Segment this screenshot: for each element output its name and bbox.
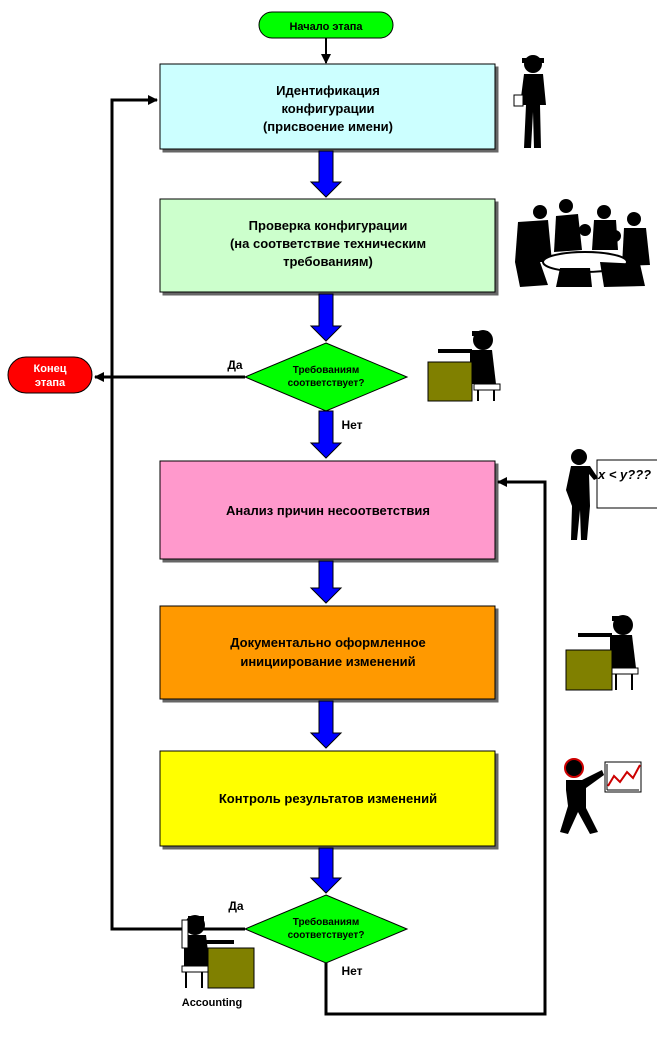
decision-2-no-label: Нет <box>341 964 362 978</box>
decision-1-yes-label: Да <box>227 358 243 372</box>
decision-1-line2: соответствует? <box>288 378 365 389</box>
start-terminal: Начало этапа <box>258 11 394 39</box>
box-documented-change-line1: Документально оформленное <box>230 635 426 650</box>
flow-arrows <box>309 150 343 894</box>
box-analysis: Анализ причин несоответствия <box>159 460 496 560</box>
decision-2-no-loop <box>324 477 547 1016</box>
end-label-line1: Конец <box>34 363 67 375</box>
decision-2: Требованиям соответствует? <box>243 894 409 964</box>
flow-arrow-2 <box>309 293 343 342</box>
flow-arrow-6 <box>309 847 343 894</box>
box-identification-line1: Идентификация <box>276 83 380 98</box>
box-change-control-line1: Контроль результатов изменений <box>219 791 437 806</box>
box-identification: Идентификация конфигурации (присвоение и… <box>159 63 496 150</box>
box-documented-change: Документально оформленное инициирование … <box>159 605 496 700</box>
box-change-control: Контроль результатов изменений <box>159 750 496 847</box>
flow-arrow-5 <box>309 700 343 749</box>
standing-person-figure <box>513 55 546 148</box>
chart-presenter-figure <box>560 758 642 834</box>
box-identification-line3: (присвоение имени) <box>263 119 393 134</box>
meeting-group-figure <box>515 199 650 287</box>
decision-2-line2: соответствует? <box>288 930 365 941</box>
end-label-line2: этапа <box>35 377 66 389</box>
decision-1-line1: Требованиям <box>293 364 360 376</box>
box-verification-line2: (на соответствие техническим <box>230 236 426 251</box>
formula-text: x < y??? <box>597 467 651 482</box>
box-verification-line3: требованиям) <box>283 254 373 269</box>
seated-desk-figure-2 <box>565 615 639 691</box>
flow-arrow-3 <box>309 410 343 459</box>
decision-2-line1: Требованиям <box>293 916 360 928</box>
decision-1-no-label: Нет <box>341 418 362 432</box>
box-verification-line1: Проверка конфигурации <box>249 218 408 233</box>
box-analysis-line1: Анализ причин несоответствия <box>226 503 430 518</box>
decision-2-yes-label: Да <box>228 899 244 913</box>
accounting-caption: Accounting <box>182 997 243 1009</box>
presenter-figure: x < y??? <box>566 449 657 540</box>
box-identification-line2: конфигурации <box>281 101 374 116</box>
flow-arrow-1 <box>309 150 343 198</box>
start-label: Начало этапа <box>289 21 363 33</box>
box-verification: Проверка конфигурации (на соответствие т… <box>159 198 496 293</box>
decision-1: Требованиям соответствует? <box>243 342 409 412</box>
seated-desk-figure-1 <box>427 330 501 402</box>
box-documented-change-line2: инициирование изменений <box>240 654 415 669</box>
decision-2-yes-loop <box>110 95 245 931</box>
accounting-figure <box>181 915 255 989</box>
flow-arrow-4 <box>309 560 343 604</box>
end-terminal: Конец этапа <box>7 356 93 394</box>
